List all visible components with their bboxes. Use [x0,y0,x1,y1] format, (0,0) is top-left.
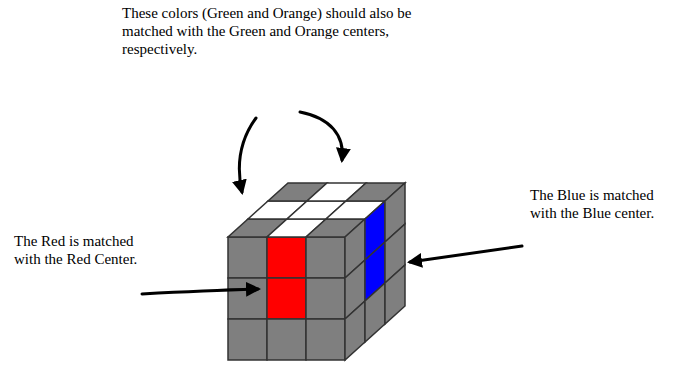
cube-sticker [228,237,267,278]
cube-sticker [306,278,345,319]
cube-sticker [228,319,267,360]
leader-arrows [142,112,522,294]
cube-sticker [228,278,267,319]
cube-sticker [267,319,306,360]
cube-sticker [267,237,306,278]
cube-sticker [365,283,385,342]
rubiks-cube [228,183,405,360]
cube-sticker [306,237,345,278]
cube-sticker [345,301,365,360]
cube-sticker [267,278,306,319]
cube-sticker [385,265,405,324]
callout-label: The Blue is matched with the Blue center… [530,186,678,222]
cube-sticker [306,319,345,360]
callout-label: The Red is matched with the Red Center. [14,232,146,268]
note-label: These colors (Green and Orange) should a… [122,4,440,58]
